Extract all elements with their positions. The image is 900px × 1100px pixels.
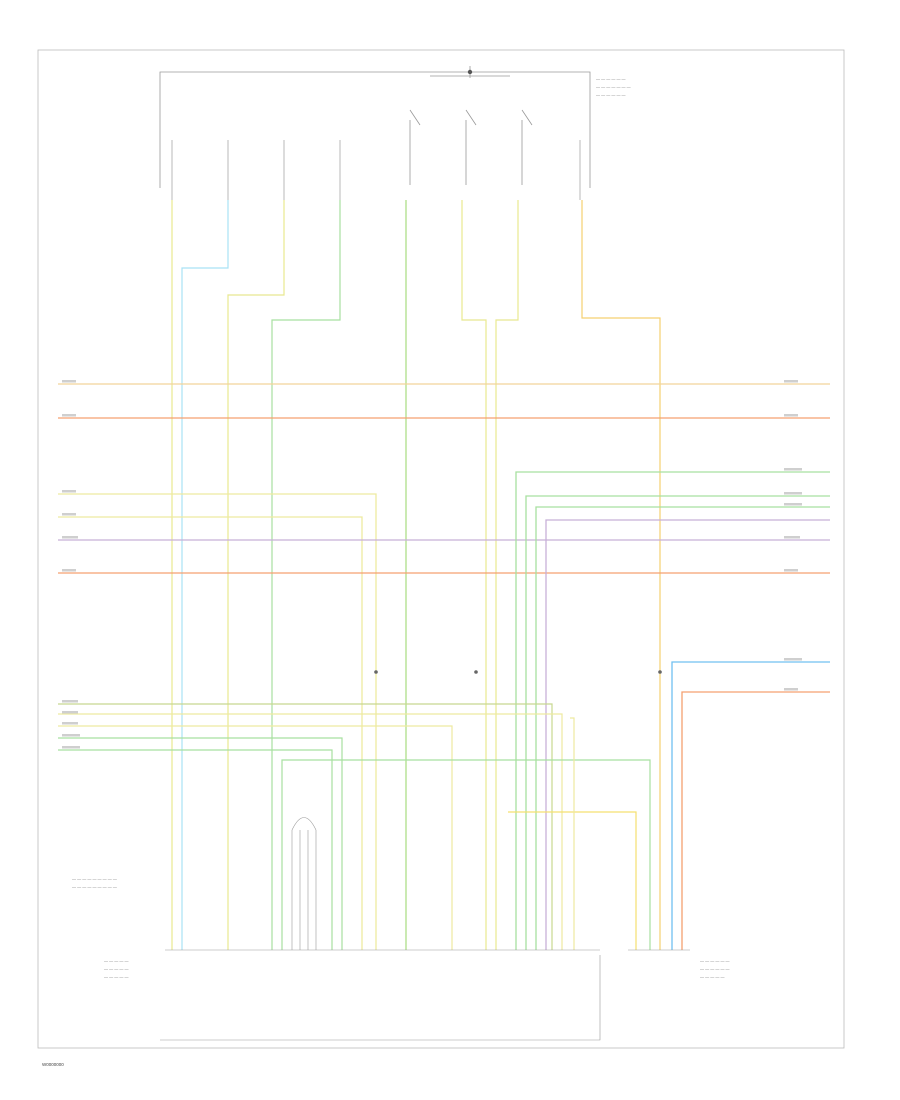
left-lower-bus-wires	[58, 703, 651, 950]
footer-code: W0000000	[42, 1062, 64, 1067]
solenoid-connectors	[171, 140, 581, 200]
bus-wires	[58, 383, 830, 950]
svg-text:— — — — — — — — —: — — — — — — — — —	[72, 884, 117, 889]
module-label-right: — — — — — —	[700, 958, 730, 963]
vertical-wires-upper	[171, 200, 661, 950]
switch-assembly-note: — — — — — —	[596, 76, 626, 81]
module-internal-wires	[291, 817, 317, 950]
svg-text:— — — — — —: — — — — — —	[596, 92, 626, 97]
transmission-switch-assembly	[159, 66, 591, 188]
wire-labels	[62, 380, 802, 749]
svg-text:— — — — —: — — — — —	[104, 974, 128, 979]
splice-points	[374, 670, 662, 674]
diagram-border	[37, 49, 845, 1049]
note-left: — — — — — — — — —	[72, 876, 117, 881]
splice-top	[467, 69, 473, 75]
svg-text:— — — — —: — — — — —	[700, 974, 724, 979]
module-connector-pins	[160, 949, 690, 1041]
svg-text:— — — — —: — — — — —	[104, 966, 128, 971]
svg-text:— — — — — —: — — — — — —	[700, 966, 730, 971]
module-label: — — — — —	[104, 958, 128, 963]
svg-text:— — — — — — —: — — — — — — —	[596, 84, 631, 89]
